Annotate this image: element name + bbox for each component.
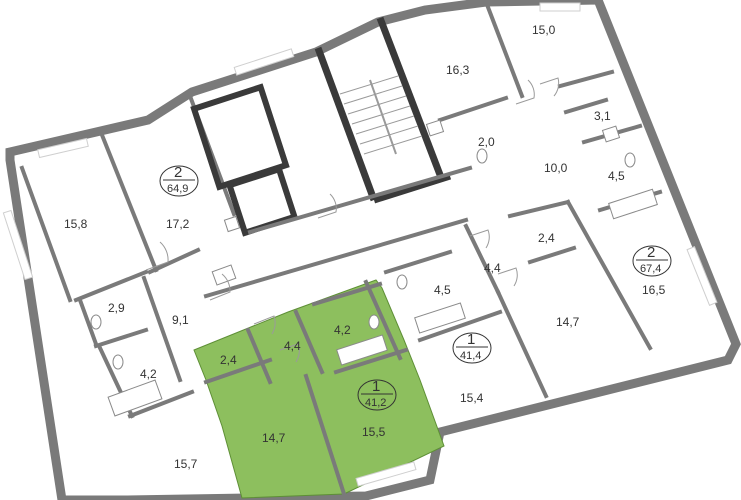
- apartment-area: 41,4: [460, 350, 481, 362]
- room-area-label: 2,9: [108, 301, 125, 315]
- room-area-label: 15,5: [362, 425, 386, 439]
- highlighted-apartment[interactable]: [193, 279, 445, 499]
- bathroom-fixtures: [90, 119, 658, 417]
- apartment-badge[interactable]: 1 41,4: [452, 331, 492, 364]
- apartment-badge[interactable]: 2 67,4: [632, 244, 672, 277]
- apartment-area: 41,2: [365, 397, 386, 409]
- room-area-label: 4,5: [608, 169, 625, 183]
- building-outline: [5, 0, 741, 500]
- room-area-label: 4,4: [484, 261, 501, 275]
- apartment-rooms: 1: [467, 331, 475, 348]
- room-area-label: 15,7: [174, 457, 198, 471]
- room-area-label: 2,0: [478, 135, 495, 149]
- room-area-label: 10,0: [544, 161, 568, 175]
- apartment-area: 67,4: [640, 263, 661, 275]
- room-area-label: 9,1: [172, 313, 189, 327]
- apartment-area: 64,9: [167, 183, 188, 195]
- room-area-label: 17,2: [166, 217, 190, 231]
- room-area-label: 14,7: [556, 315, 580, 329]
- room-area-label: 4,2: [334, 323, 351, 337]
- apartment-badge[interactable]: 2 64,9: [159, 164, 199, 197]
- room-area-label: 15,0: [532, 23, 556, 37]
- room-area-label: 4,2: [140, 367, 157, 381]
- room-area-label: 2,4: [220, 353, 237, 367]
- room-area-label: 3,1: [594, 109, 611, 123]
- room-area-label: 15,4: [460, 391, 484, 405]
- apartment-rooms: 2: [647, 244, 655, 261]
- apartment-badge-highlighted[interactable]: 1 41,2: [357, 378, 397, 411]
- interior-walls: [2, 0, 718, 497]
- room-labels: 15,0 16,3 3,1 2,0 10,0 4,5 15,8 17,2 2,4…: [64, 23, 666, 471]
- room-area-label: 16,3: [446, 63, 470, 77]
- room-area-label: 14,7: [262, 431, 286, 445]
- room-area-label: 4,4: [284, 339, 301, 353]
- door-swings: [145, 77, 560, 363]
- room-area-label: 16,5: [642, 283, 666, 297]
- room-area-label: 2,4: [538, 231, 555, 245]
- apartment-rooms: 1: [372, 378, 380, 395]
- room-area-label: 4,5: [434, 283, 451, 297]
- apartment-rooms: 2: [174, 164, 182, 181]
- room-area-label: 15,8: [64, 217, 88, 231]
